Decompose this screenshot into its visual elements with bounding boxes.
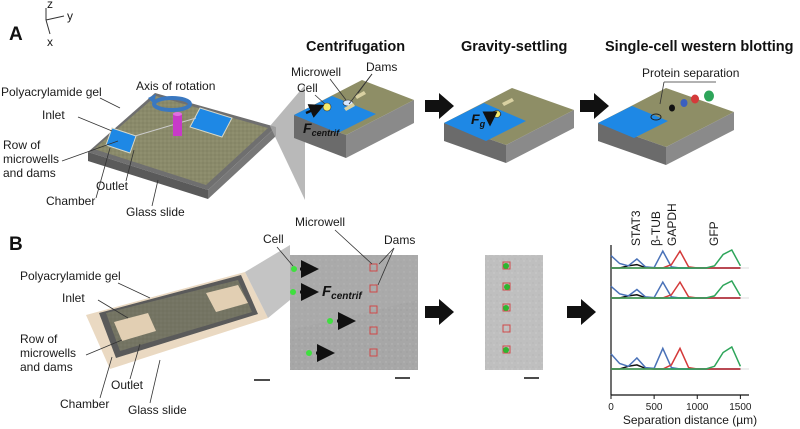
process-arrow-4: [567, 299, 596, 325]
centrifugal-force-arrow: [305, 104, 325, 118]
label-slide-b: Glass slide: [128, 403, 187, 417]
panel-a-label: A: [9, 24, 23, 45]
trace-gfp-row-1: [611, 248, 742, 269]
trace-gfp-row-3: [611, 345, 742, 370]
label-microwell-b: Microwell: [295, 215, 345, 229]
label-axis-rotation: Axis of rotation: [136, 79, 215, 93]
centrifugation-labels: Microwell Cell Dams Fcentrif: [291, 60, 397, 138]
legend--tub: β-TUB: [649, 211, 663, 246]
label-inlet-b: Inlet: [62, 291, 85, 305]
panel-b-labels: Polyacrylamide gel Inlet Row of microwel…: [20, 269, 187, 417]
process-arrow-3: [425, 299, 454, 325]
panel-a-labels: Polyacrylamide gel Axis of rotation Inle…: [1, 79, 215, 219]
label-f-g: Fg: [471, 111, 486, 129]
label-cell-b: Cell: [263, 232, 284, 246]
label-inlet-a: Inlet: [42, 108, 65, 122]
device-photo-b: [86, 245, 290, 369]
micrograph-gravity: [485, 255, 543, 370]
label-chamber-b: Chamber: [60, 397, 109, 411]
process-arrow-1: [425, 93, 454, 119]
label-microwell-a: Microwell: [291, 65, 341, 79]
panel-b-label: B: [9, 234, 23, 255]
label-row1-b: Row of: [20, 332, 58, 346]
label-row1-a: Row of: [3, 138, 41, 152]
x-axis-label: Separation distance (µm): [623, 413, 757, 427]
label-f-centrif-a: Fcentrif: [303, 120, 340, 138]
label-dams-a: Dams: [366, 60, 397, 74]
protein-separation-label: Protein separation: [642, 66, 739, 105]
label-outlet-a: Outlet: [96, 179, 129, 193]
label-row3-a: and dams: [3, 166, 56, 180]
step-western-blotting: Single-cell western blotting: [605, 39, 794, 55]
label-protein-separation: Protein separation: [642, 66, 739, 80]
gravity-chip: [444, 88, 574, 163]
legend-stat3: STAT3: [629, 210, 643, 246]
blotting-chip: [598, 88, 734, 165]
x-tick-label: 500: [646, 402, 663, 413]
device-schematic-a: [88, 85, 305, 200]
axis-x-label: x: [47, 35, 53, 49]
label-f-centrif-b: Fcentrif: [322, 283, 363, 302]
step-gravity-settling: Gravity-settling: [461, 39, 567, 55]
label-chamber-a: Chamber: [46, 194, 95, 208]
x-tick-label: 1000: [686, 402, 709, 413]
centrifugation-chip: [294, 80, 414, 158]
label-row2-b: microwells: [20, 346, 76, 360]
label-dams-b: Dams: [384, 233, 415, 247]
trace-gfp-row-2: [611, 280, 742, 299]
label-gel-a: Polyacrylamide gel: [1, 85, 102, 99]
micrograph-centrifugation: [290, 255, 418, 370]
label-cell-a: Cell: [297, 81, 318, 95]
x-tick-label: 0: [608, 402, 614, 413]
label-row3-b: and dams: [20, 360, 73, 374]
label-outlet-b: Outlet: [111, 378, 144, 392]
axis-y-label: y: [67, 9, 73, 23]
process-arrow-2: [580, 93, 609, 119]
legend-gapdh: GAPDH: [665, 203, 679, 246]
axis-z-label: z: [47, 0, 53, 11]
micrograph-labels: Cell Microwell Dams Fcentrif: [263, 215, 415, 302]
label-row2-a: microwells: [3, 152, 59, 166]
label-gel-b: Polyacrylamide gel: [20, 269, 121, 283]
step-centrifugation: Centrifugation: [306, 39, 405, 55]
axis-triad: z y x: [45, 0, 73, 49]
x-tick-label: 1500: [729, 402, 752, 413]
label-slide-a: Glass slide: [126, 205, 185, 219]
legend-gfp: GFP: [707, 221, 721, 246]
